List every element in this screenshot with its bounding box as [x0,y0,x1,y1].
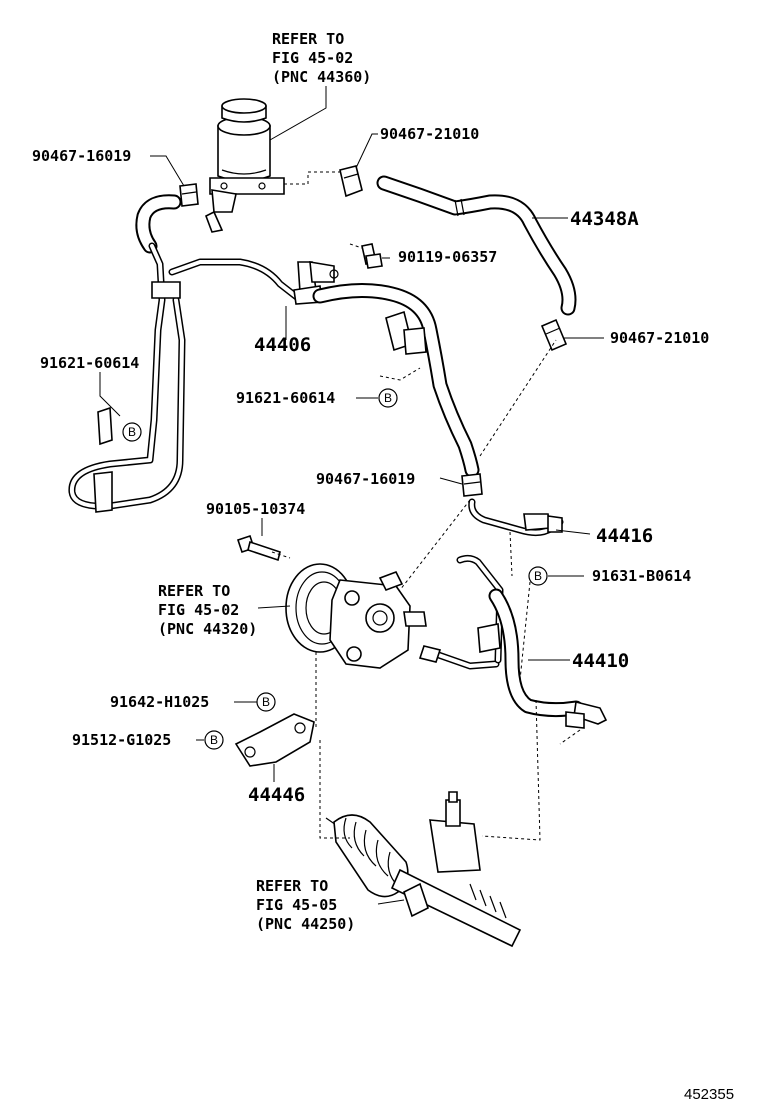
label-tube-44406: 44406 [254,334,311,356]
label-bolt-90119: 90119-06357 [398,248,497,266]
leader-lines [99,86,604,905]
refer-gear-line-3: (PNC 44250) [256,915,355,933]
label-clip-center: 91621-60614 [236,389,335,407]
label-pressure-hose: 44410 [572,650,629,672]
refer-reservoir-line-3: (PNC 44360) [272,68,371,86]
bolt-marker-91642: B [256,692,276,712]
label-bracket-44446: 44446 [248,784,305,806]
clamp-90467-21010-mid [540,318,568,352]
label-bolt-91512: 91512-G1025 [72,731,171,749]
clamp-90467-16019-center [461,473,483,497]
bolt-marker-text: B [384,391,392,405]
suction-hose-center [312,282,480,478]
reservoir-tank [204,98,285,233]
bolt-marker-text: B [210,733,218,747]
return-tube-44416 [468,498,564,537]
power-steering-pump [285,563,427,669]
label-clip-left: 91621-60614 [40,354,139,372]
figure-id: 452355 [684,1086,734,1103]
suction-hose-left [68,194,186,513]
bolt-marker-text: B [534,569,542,583]
label-clamp-right-top: 90467-21010 [380,125,479,143]
refer-reservoir-line-1: REFER TO [272,30,344,48]
refer-gear-line-1: REFER TO [256,877,328,895]
return-hose-44348a [376,175,577,316]
label-clamp-right-mid: 90467-21010 [610,329,709,347]
refer-pump-line-2: FIG 45-02 [158,601,239,619]
bolt-marker-text: B [262,695,270,709]
bolt-marker-91631: B [528,566,548,586]
label-bolt-91631: 91631-B0614 [592,567,691,585]
label-bolt-90105: 90105-10374 [206,500,305,518]
bracket-44446 [234,713,315,767]
label-return-hose: 44348A [570,208,639,230]
bolt-90105-10374 [236,534,281,562]
clamp-90467-21010-top [339,165,363,198]
label-bolt-91642: 91642-H1025 [110,693,209,711]
bolt-90119-06357 [361,243,383,269]
refer-gear-line-2: FIG 45-05 [256,896,337,914]
refer-pump-line-1: REFER TO [158,582,230,600]
bolt-marker-91512: B [204,730,224,750]
dashed-reference-lines [271,171,581,841]
bolt-marker-text: B [128,425,136,439]
refer-reservoir-line-2: FIG 45-02 [272,49,353,67]
pressure-hose-44410 [418,554,608,729]
clamp-90467-16019-top [179,183,199,207]
steering-gear [325,791,522,948]
bolt-marker-clip-center: B [378,388,398,408]
label-clamp-left-top: 90467-16019 [32,147,131,165]
label-tube-44416: 44416 [596,525,653,547]
label-clamp-center: 90467-16019 [316,470,415,488]
refer-pump-line-3: (PNC 44320) [158,620,257,638]
bolt-marker-clip-left: B [122,422,142,442]
